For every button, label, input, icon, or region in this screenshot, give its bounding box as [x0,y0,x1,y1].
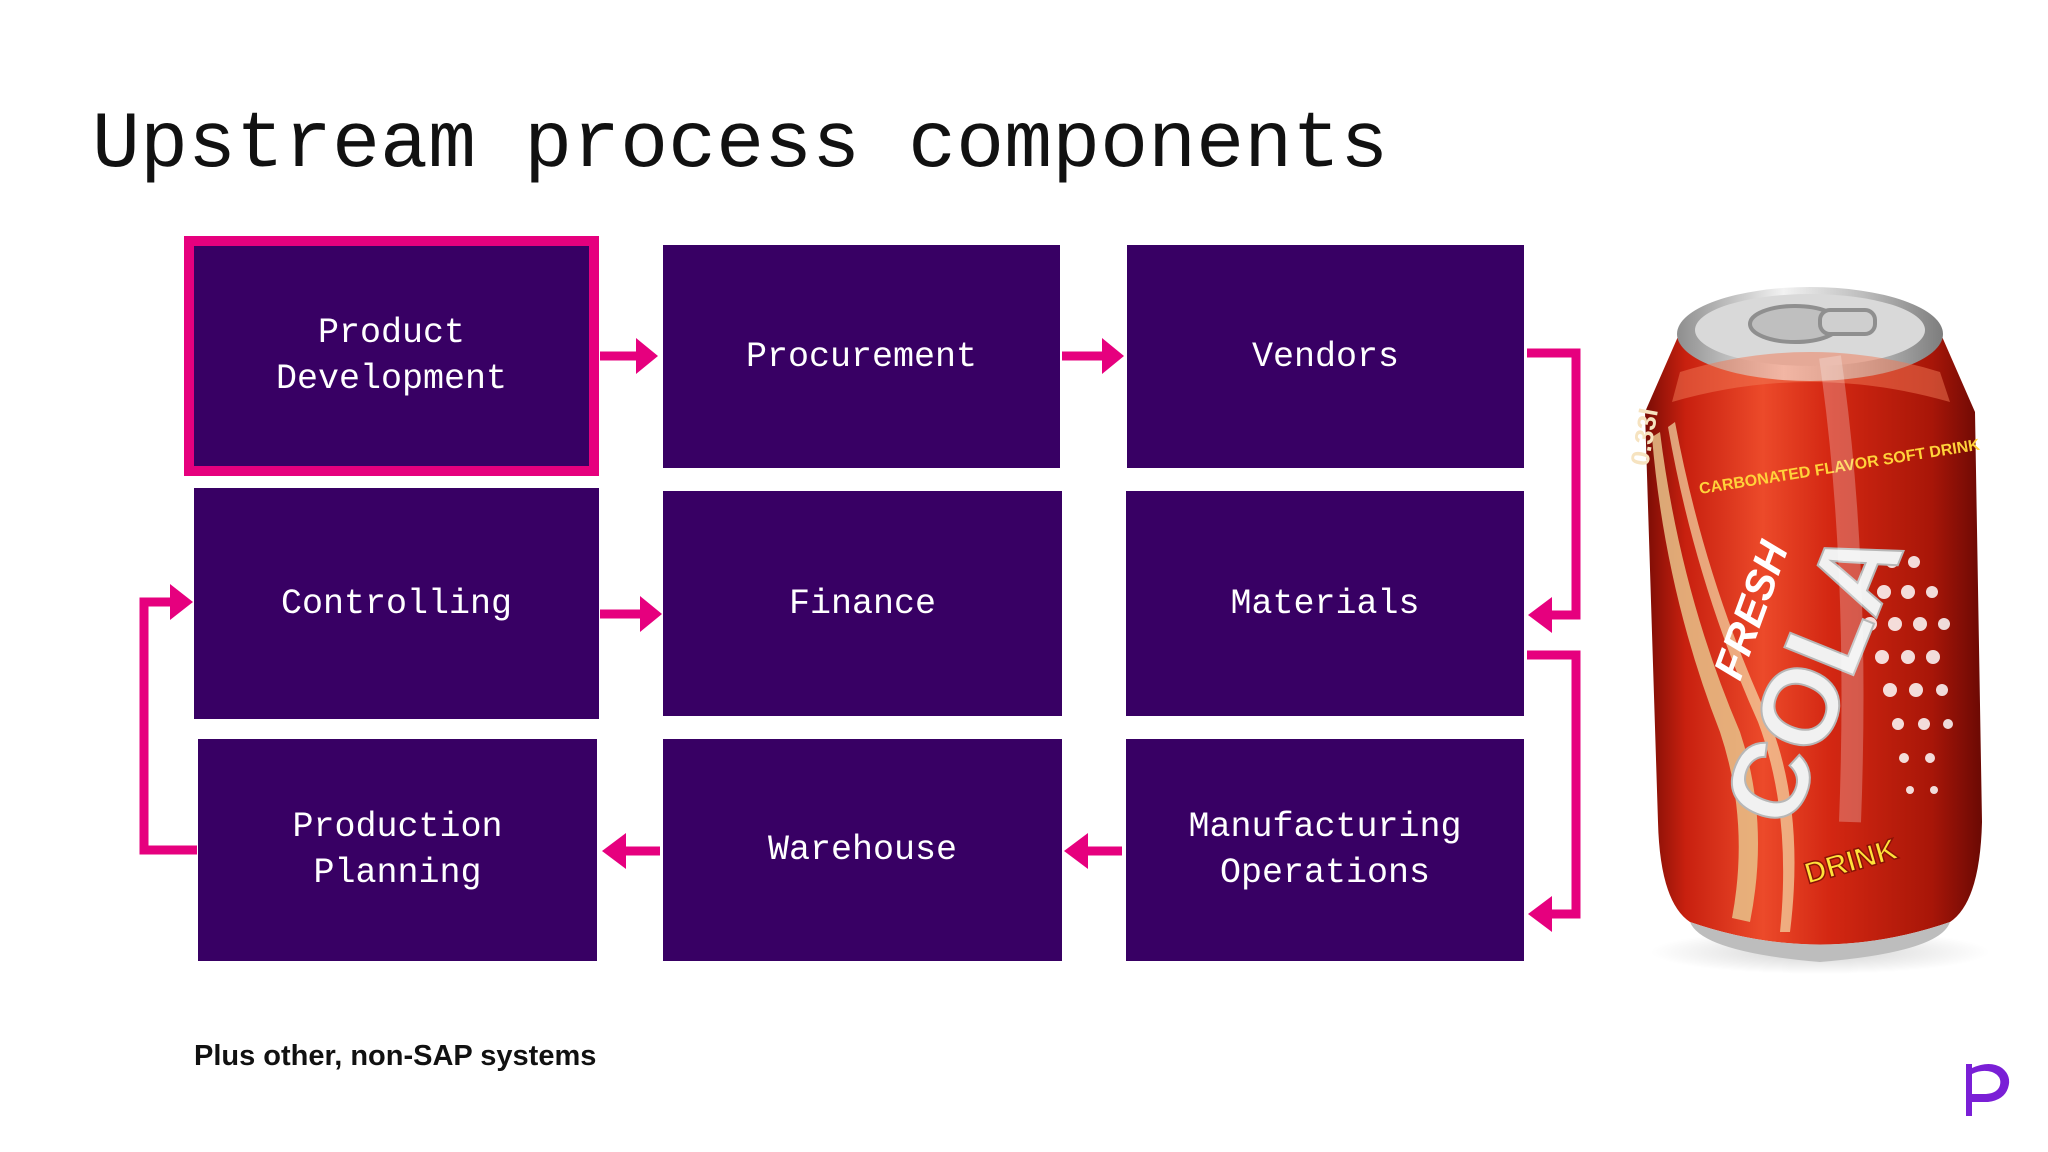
arrowhead [1528,896,1552,932]
arrow-vendors-to-materials [1527,348,1581,620]
arrow-production-planning-to-controlling [139,597,197,855]
arrow-materials-to-manufacturing [1527,650,1581,919]
footnote: Plus other, non-SAP systems [194,1040,597,1072]
box-materials: Materials [1126,491,1524,716]
box-manufacturing-operations: Manufacturing Operations [1126,739,1524,961]
box-product-development: Product Development [184,236,599,476]
arrowhead [1102,338,1124,374]
arrowhead [602,833,626,869]
box-vendors: Vendors [1127,245,1524,468]
arrowhead [1528,597,1552,633]
arrowhead [640,596,662,632]
p-logo-icon [1966,1064,2010,1116]
cola-can-image: 0.33l CARBONATED FLAVOR SOFT DRINK FRESH… [1624,287,1990,974]
box-production-planning: Production Planning [198,739,597,961]
box-procurement: Procurement [663,245,1060,468]
box-finance: Finance [663,491,1062,716]
box-warehouse: Warehouse [663,739,1062,961]
page-title: Upstream process components [92,100,1389,191]
arrowhead [636,338,658,374]
arrowhead [170,584,193,620]
box-controlling: Controlling [194,488,599,719]
arrowhead [1064,833,1088,869]
